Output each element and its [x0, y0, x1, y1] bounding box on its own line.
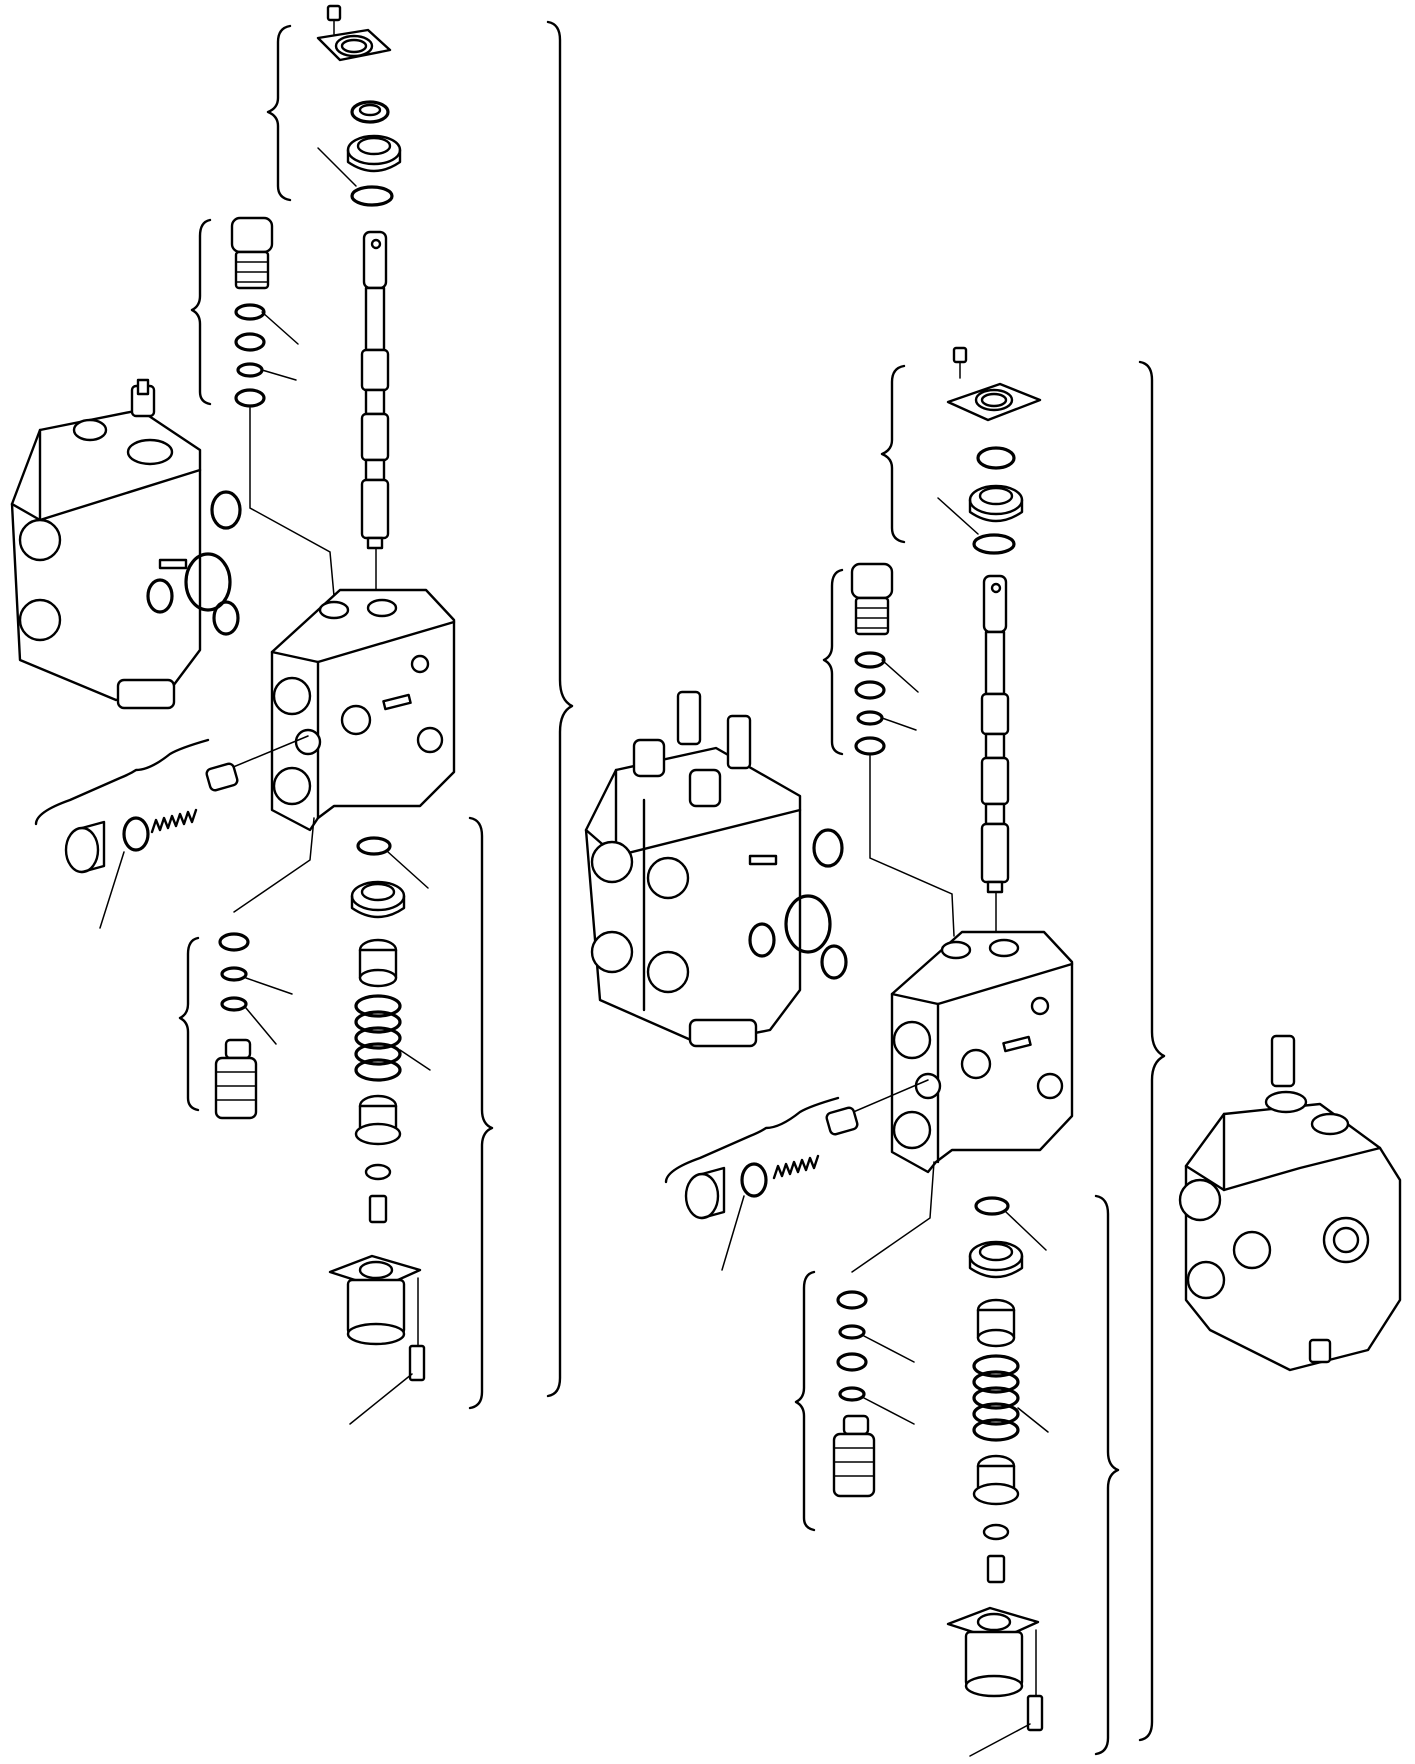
right-relief-o-ring-1: [854, 651, 886, 669]
right-lower-o-ring: [974, 1196, 1010, 1216]
check-o-ring-2: [220, 996, 248, 1012]
right-detent-sleeve: [825, 1106, 859, 1136]
right-assembly: [584, 346, 1402, 1757]
right-check-o-ring-2: [838, 1386, 866, 1402]
check-valve-brace: [178, 936, 200, 1112]
ref-o-ring-3: [146, 578, 174, 614]
right-lower-seal-retainer: [968, 1240, 1024, 1279]
check-backup-ring-1: [218, 932, 250, 952]
centering-spring: [354, 994, 402, 1082]
right-assembly-brace: [1138, 360, 1166, 1742]
valve-section-left: [270, 588, 456, 832]
right-top-cap-screw: [952, 346, 968, 364]
right-detent-washer: [740, 1162, 768, 1198]
cap-bolt-right: [1026, 1694, 1044, 1732]
cap-bolt-left: [408, 1344, 426, 1382]
right-spool-bolt: [986, 1554, 1006, 1584]
right-relief-o-ring-2: [856, 710, 884, 726]
detent-bracket-line: [34, 738, 210, 826]
right-check-o-ring-1: [838, 1324, 866, 1340]
spool-o-ring-top: [350, 185, 394, 207]
ref-o-ring-2: [184, 552, 232, 612]
right-spring-seat-upper: [976, 1298, 1016, 1348]
spool-bolt: [368, 1194, 388, 1224]
check-valve-plug: [214, 1038, 258, 1120]
lower-seal-retainer: [350, 880, 406, 919]
right-top-seal-group-brace: [880, 364, 906, 544]
spring-seat-lower: [354, 1094, 402, 1146]
seal-retainer: [346, 134, 402, 173]
relief-o-ring-2: [236, 362, 264, 378]
right-relief-backup-ring-1: [854, 680, 886, 700]
right-check-backup-ring-1: [836, 1290, 868, 1310]
ref2-o-ring-2: [784, 894, 832, 954]
right-check-valve-brace: [794, 1270, 816, 1532]
right-detent-bracket-line: [664, 1096, 840, 1184]
detent-cap: [64, 826, 100, 874]
valve-section-right: [890, 930, 1074, 1174]
relief-valve-brace: [190, 218, 212, 406]
reference-two-section-block: [584, 690, 802, 1048]
right-relief-valve-cartridge: [850, 562, 894, 636]
wiper-seal: [350, 100, 390, 124]
top-flange: [316, 28, 392, 62]
detent-washer: [122, 816, 150, 852]
reference-end-section-block: [1178, 1034, 1402, 1372]
ref-o-ring-1: [210, 490, 242, 530]
right-lower-spool-group-brace: [1094, 1194, 1120, 1756]
ref2-o-ring-3: [748, 922, 776, 958]
right-centering-spring: [972, 1354, 1020, 1442]
detent-sleeve: [205, 762, 239, 792]
right-spring-seat-lower: [972, 1454, 1020, 1506]
top-seal-group-brace: [266, 24, 292, 202]
right-detent-cap: [684, 1172, 720, 1220]
spring-cap-right: [946, 1606, 1040, 1698]
ref2-o-ring-4: [820, 944, 848, 980]
control-spool-left: [360, 230, 390, 550]
right-top-flange: [946, 382, 1042, 422]
check-o-ring-1: [220, 966, 248, 982]
relief-backup-ring-1: [234, 332, 266, 352]
control-spool-right: [980, 574, 1010, 894]
lower-o-ring: [356, 836, 392, 856]
lower-spool-group-brace: [468, 816, 494, 1410]
spring-seat-upper: [358, 938, 398, 988]
top-cap-screw: [326, 4, 342, 22]
relief-backup-ring-2: [234, 388, 266, 408]
ref2-o-ring-1: [812, 828, 844, 868]
spring-cap-left: [328, 1254, 422, 1346]
right-check-backup-ring-2: [836, 1352, 868, 1372]
reference-valve-block-left: [10, 378, 202, 710]
right-spool-washer: [982, 1523, 1010, 1541]
left-assembly: [10, 4, 574, 1425]
left-assembly-brace: [546, 20, 574, 1398]
right-wiper-seal: [976, 446, 1016, 470]
right-detent-spring: [772, 1154, 820, 1180]
right-relief-backup-ring-2: [854, 736, 886, 756]
detent-spring: [150, 808, 198, 834]
right-seal-retainer: [968, 484, 1024, 523]
ref-o-ring-4: [212, 600, 240, 636]
spool-washer: [364, 1163, 392, 1181]
relief-valve-cartridge: [230, 216, 274, 290]
right-relief-valve-brace: [822, 568, 844, 756]
relief-o-ring-1: [234, 303, 266, 321]
right-spool-o-ring-top: [972, 533, 1016, 555]
right-check-valve-plug: [832, 1414, 876, 1498]
